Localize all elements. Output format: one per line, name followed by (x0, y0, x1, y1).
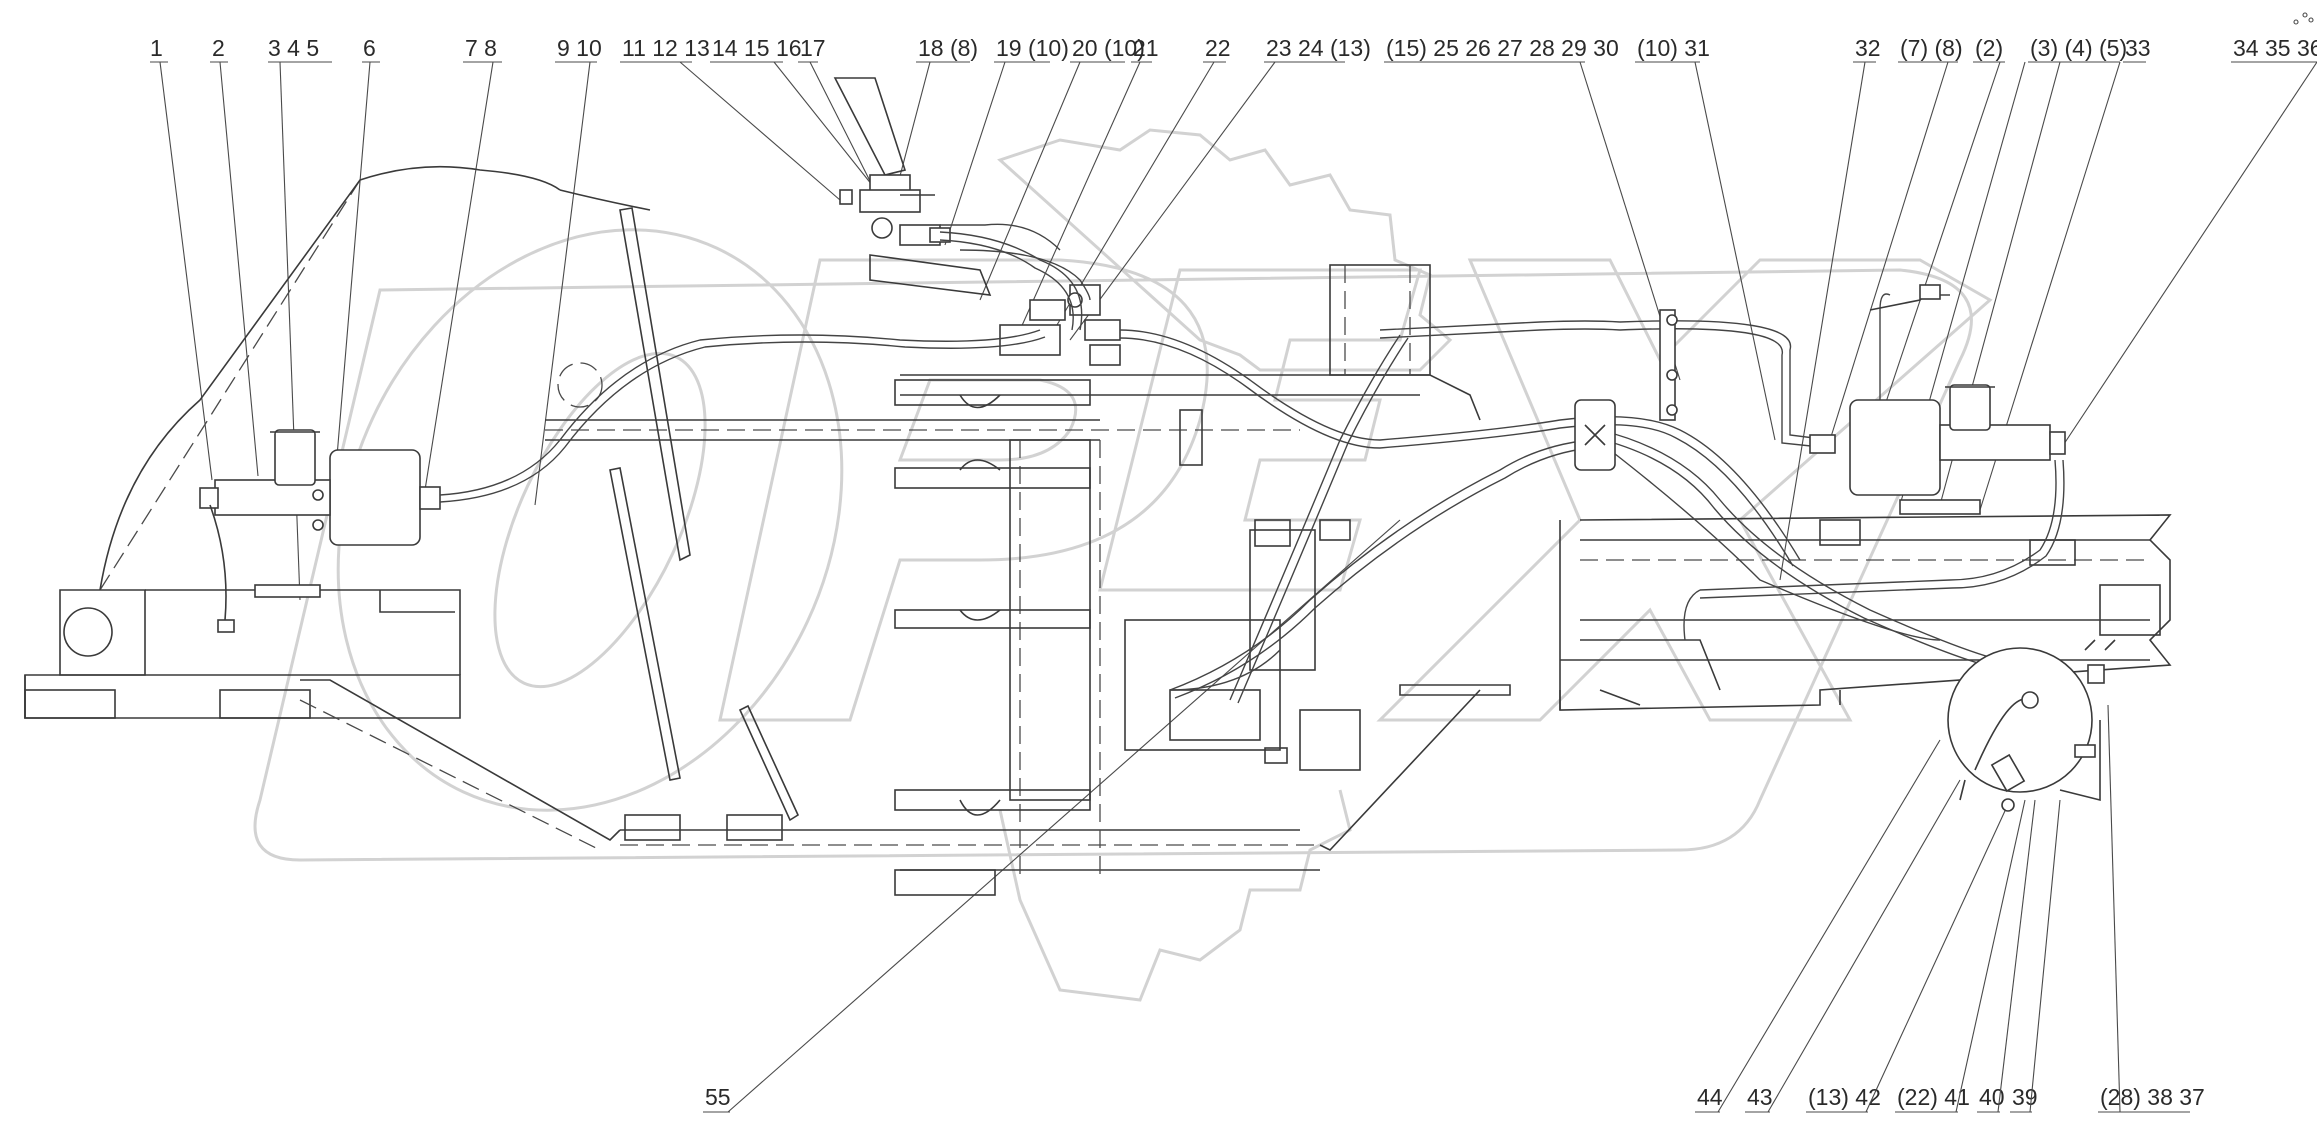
leader-lines (159, 61, 2317, 1113)
watermark-logo (253, 128, 1993, 1002)
callout-label-2-ref: (2) (1975, 35, 2003, 61)
callout-label-42: (13) 42 (1808, 1084, 1881, 1110)
brake-lines (439, 223, 2065, 704)
callout-label-9-10: 9 10 (557, 35, 602, 61)
top-pedal-valve-group (833, 77, 1121, 366)
callout-label-31: (10) 31 (1637, 35, 1710, 61)
callout-label-14-15-16: 14 15 16 (712, 35, 802, 61)
callout-label-18: 18 (8) (918, 35, 978, 61)
callout-label-7-8-ref: (7) (8) (1900, 35, 1963, 61)
callout-label-20: 20 (10) (1072, 35, 1145, 61)
callout-label-1: 1 (150, 35, 163, 61)
callout-label-11-12-13: 11 12 13 (622, 35, 710, 61)
master-cylinder-right (1939, 424, 2051, 461)
callout-label-39: 39 (2012, 1084, 2038, 1110)
callout-label-34-35-36: 34 35 36 (2233, 35, 2317, 61)
callout-label-19: 19 (10) (996, 35, 1069, 61)
callout-label-17: 17 (800, 35, 826, 61)
brake-booster-right (1849, 399, 1941, 496)
callout-label-44: 44 (1697, 1084, 1723, 1110)
callout-label-33: 33 (2125, 35, 2151, 61)
bottom-label-row: 55 44 43 (13) 42 (22) 41 40 39 (28) 38 3… (705, 1084, 2205, 1110)
callout-label-25-30: (15) 25 26 27 28 29 30 (1386, 35, 1619, 61)
master-cylinder-left (214, 479, 331, 516)
brake-booster-left (329, 449, 421, 546)
callout-label-21: 21 (1133, 35, 1159, 61)
callout-label-38-37: (28) 38 37 (2100, 1084, 2205, 1110)
callout-label-55: 55 (705, 1084, 731, 1110)
callout-label-6: 6 (363, 35, 376, 61)
callout-label-2: 2 (212, 35, 225, 61)
air-tank (1947, 647, 2093, 793)
callout-label-3-4-5: 3 4 5 (268, 35, 319, 61)
callout-label-43: 43 (1747, 1084, 1773, 1110)
reservoir-right (1949, 384, 1991, 431)
left-brake-booster-group (199, 429, 441, 633)
callout-label-7-8: 7 8 (465, 35, 497, 61)
callout-label-23-24: 23 24 (13) (1266, 35, 1371, 61)
chassis-frame (24, 165, 2172, 896)
reservoir-left (274, 429, 316, 486)
corner-marks (2293, 12, 2314, 25)
top-label-row: 1 2 3 4 5 6 7 8 9 10 11 12 13 14 15 16 1… (150, 35, 2317, 61)
callout-label-3-4-5-ref: (3) (4) (5) (2030, 35, 2127, 61)
label-underlines (150, 61, 2317, 1113)
right-brake-booster-group (1809, 284, 2066, 515)
callout-label-32: 32 (1855, 35, 1881, 61)
pipe-clamp-center (1574, 309, 1678, 471)
callout-label-22: 22 (1205, 35, 1231, 61)
air-tank-group (1947, 639, 2116, 812)
